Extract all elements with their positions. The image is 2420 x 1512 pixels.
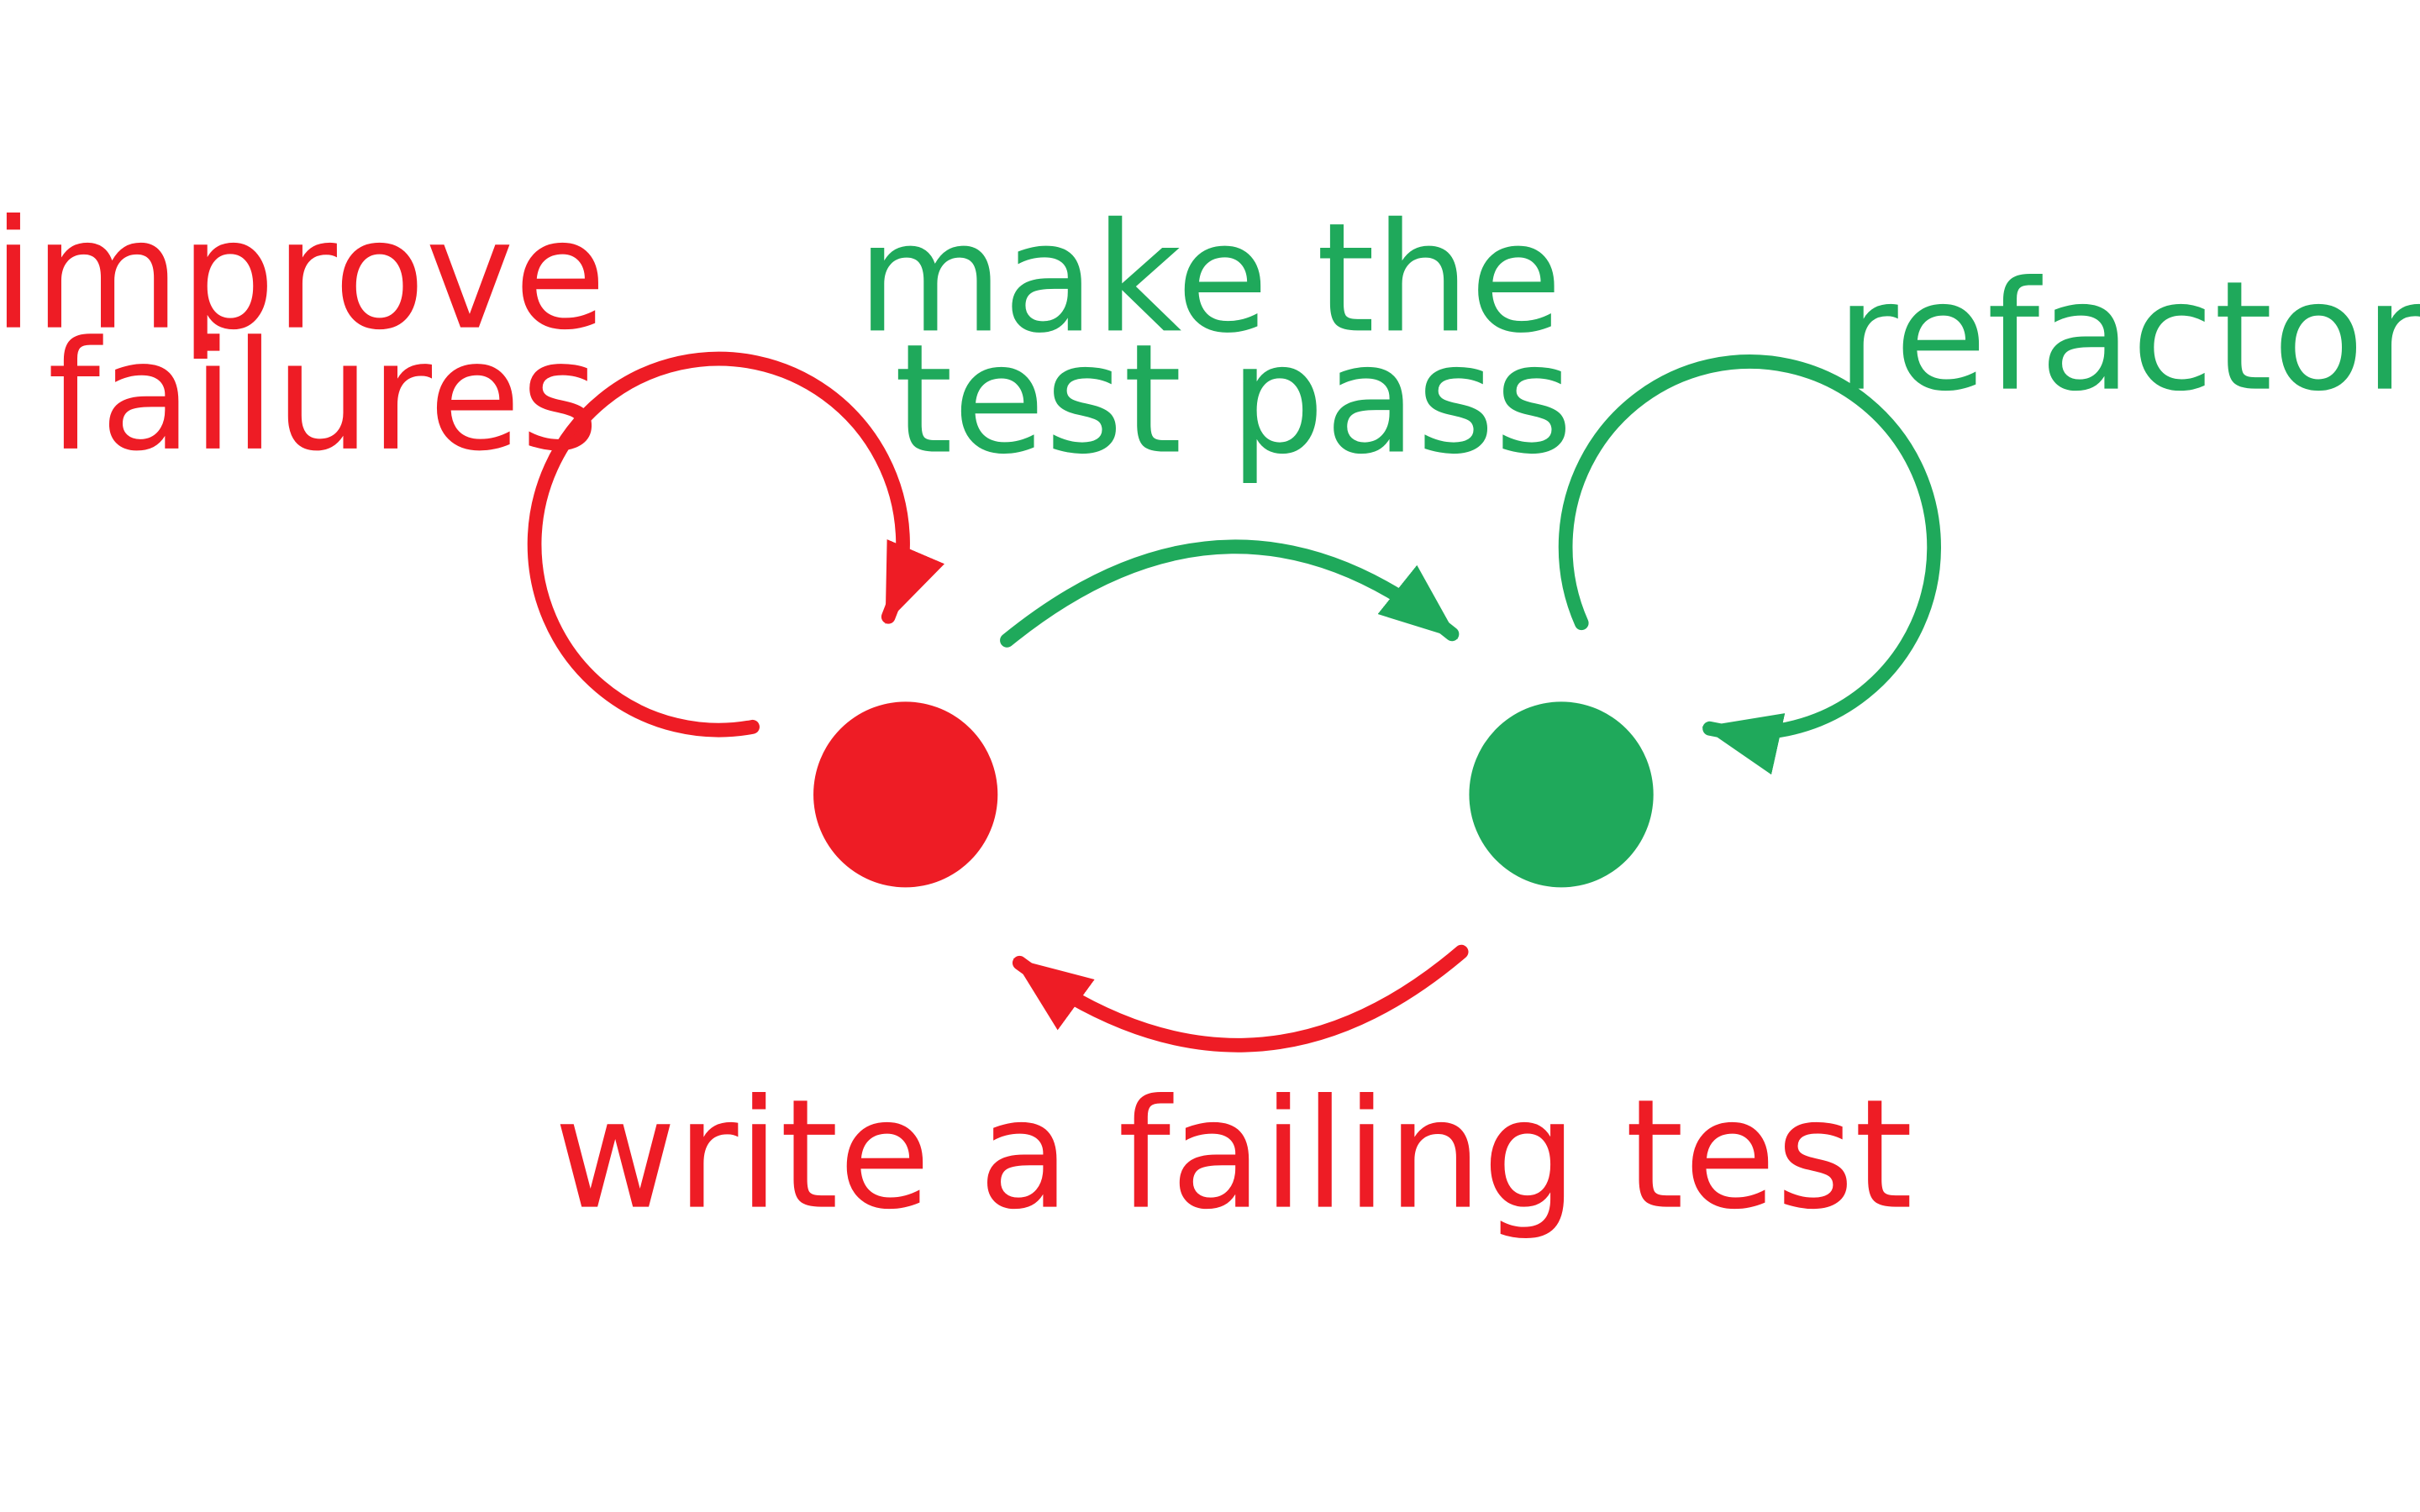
make-label-line2: test pass xyxy=(894,312,1573,488)
refactor-loop-arrow xyxy=(1558,354,1941,774)
failing-state-node xyxy=(813,701,998,888)
improve-label-line1: improve xyxy=(0,188,606,364)
passing-state-node xyxy=(1469,701,1654,888)
improve-failures-loop-arrow xyxy=(527,351,944,738)
make-test-pass-arrow xyxy=(1000,539,1460,648)
make-label-line1: make the xyxy=(857,192,1562,367)
improve-failures-label: improve failures xyxy=(0,188,654,485)
make-test-pass-label: make the test pass xyxy=(857,192,1610,488)
write-failing-test-arrow xyxy=(1012,944,1469,1053)
improve-label-line2: failures xyxy=(47,309,598,485)
refactor-label: refactor xyxy=(1836,249,2420,425)
write-failing-test-label: write a failing test xyxy=(554,1068,1912,1243)
